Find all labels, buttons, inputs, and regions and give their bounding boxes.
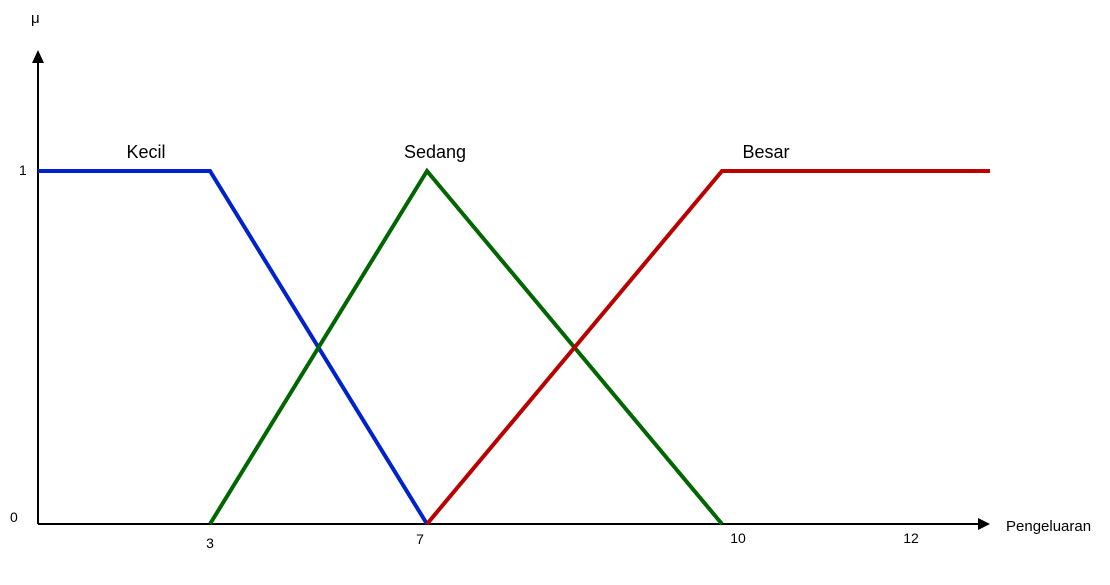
series-line-besar: [425, 169, 990, 526]
y-axis-arrowhead: [32, 50, 44, 63]
x-tick-label: 12: [903, 530, 919, 546]
series-group: Kecil Sedang Besar: [38, 142, 990, 526]
series-line-sedang: [208, 167, 724, 526]
y-tick-label: 0: [10, 509, 18, 525]
x-tick-label: 7: [416, 531, 424, 547]
x-tick-label: 10: [730, 530, 746, 546]
series-line-kecil: [38, 169, 429, 526]
series-label-besar: Besar: [742, 142, 789, 162]
y-axis-title: μ: [31, 10, 40, 27]
axes: μ Pengeluaran 0 1 3 7 10 12: [10, 10, 1091, 551]
y-tick-label: 1: [19, 162, 27, 178]
x-tick-label: 3: [206, 535, 214, 551]
series-label-sedang: Sedang: [404, 142, 466, 162]
series-label-kecil: Kecil: [126, 142, 165, 162]
x-axis-arrowhead: [978, 518, 990, 530]
x-axis-title: Pengeluaran: [1006, 518, 1091, 535]
